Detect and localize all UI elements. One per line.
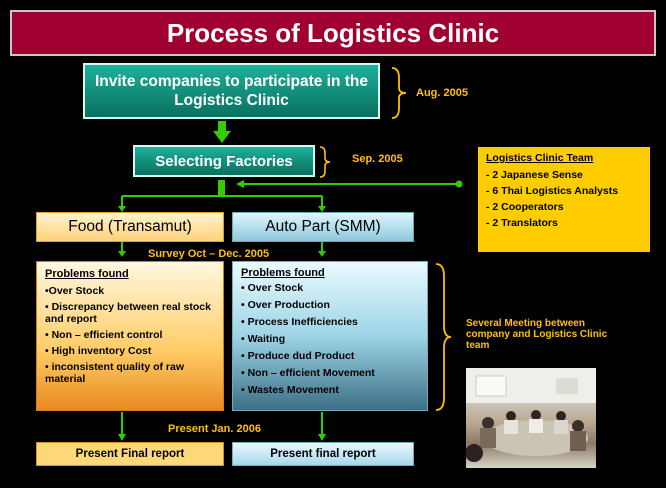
food-final-report-box: Present Final report	[36, 442, 224, 466]
problem-item: • Non – efficient Movement	[241, 367, 375, 379]
team-box: Logistics Clinic Team - 2 Japanese Sense…	[478, 147, 650, 252]
auto-problems-heading: Problems found	[241, 267, 325, 279]
problem-item: • Wastes Movement	[241, 384, 339, 396]
problem-item: • inconsistent quality of raw material	[45, 361, 185, 385]
problem-item: • Discrepancy between real stock and rep…	[45, 301, 211, 325]
problem-item: • Process Inefficiencies	[241, 316, 358, 328]
select-date: Sep. 2005	[352, 153, 403, 165]
arrow-down-1	[213, 121, 231, 143]
team-member: - 2 Translators	[486, 217, 558, 229]
problem-item: • Produce dud Product	[241, 350, 355, 362]
food-problems-heading: Problems found	[45, 268, 129, 280]
team-member: - 6 Thai Logistics Analysts	[486, 185, 619, 197]
auto-company-box: Auto Part (SMM)	[232, 212, 414, 242]
problem-item: •Over Stock	[45, 285, 105, 297]
problem-item: • Waiting	[241, 333, 286, 345]
problem-item: • Non – efficient control	[45, 329, 163, 341]
auto-final-report-label: Present final report	[270, 448, 376, 460]
select-brace	[319, 146, 331, 178]
invite-brace	[391, 67, 407, 119]
auto-problems-box: Problems found • Over Stock • Over Produ…	[232, 261, 428, 411]
food-final-report-label: Present Final report	[75, 448, 185, 460]
food-problems-box: Problems found •Over Stock • Discrepancy…	[36, 261, 224, 411]
invite-step-label: Invite companies to participate in the L…	[94, 73, 369, 109]
invite-date: Aug. 2005	[416, 87, 468, 99]
team-member: - 2 Cooperators	[486, 201, 564, 213]
team-member: - 2 Japanese Sense	[486, 169, 583, 181]
survey-label: Survey Oct – Dec. 2005	[148, 248, 270, 260]
present-date: Present Jan. 2006	[168, 423, 261, 435]
meeting-photo	[466, 368, 596, 468]
meeting-note: Several Meeting between company and Logi…	[466, 318, 608, 351]
slide-title: Process of Logistics Clinic	[10, 10, 656, 56]
auto-company-label: Auto Part (SMM)	[265, 218, 381, 235]
problem-item: • Over Stock	[241, 282, 304, 294]
food-company-box: Food (Transamut)	[36, 212, 224, 242]
problem-item: • Over Production	[241, 299, 330, 311]
invite-step-box: Invite companies to participate in the L…	[83, 63, 380, 119]
auto-final-report-box: Present final report	[232, 442, 414, 466]
food-company-label: Food (Transamut)	[68, 218, 192, 235]
select-step-label: Selecting Factories	[155, 152, 293, 170]
meeting-brace	[435, 263, 452, 411]
team-heading: Logistics Clinic Team	[486, 152, 594, 164]
select-step-box: Selecting Factories	[133, 145, 315, 177]
problem-item: • High inventory Cost	[45, 345, 152, 357]
